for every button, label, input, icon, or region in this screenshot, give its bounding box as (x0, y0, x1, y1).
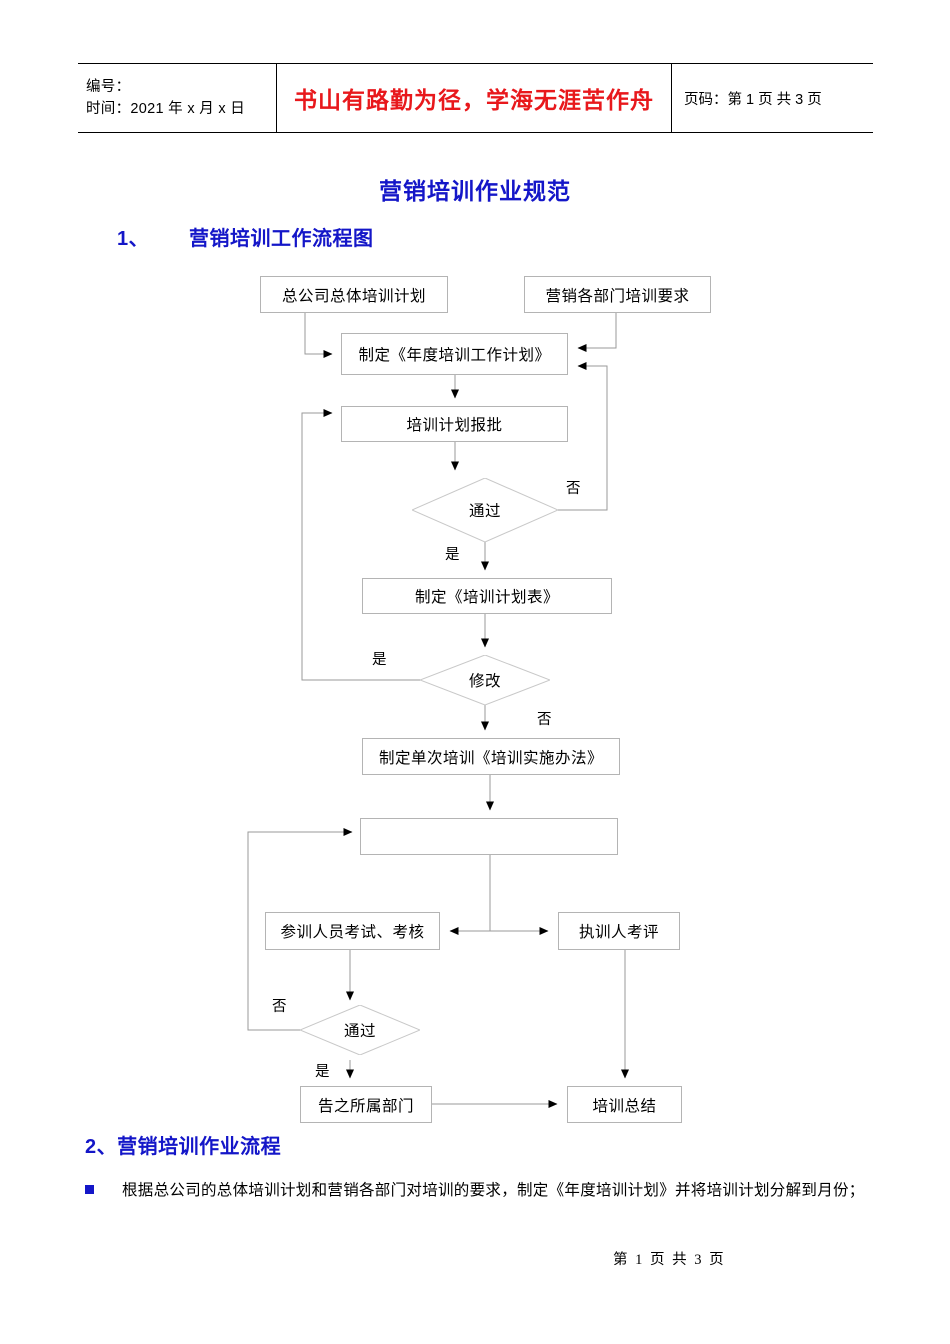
flow-decision-d1-label: 通过 (468, 503, 501, 520)
flow-node-n10: 告之所属部门 (300, 1086, 432, 1123)
diamond-shape (420, 655, 550, 705)
flow-node-n5-label: 制定《培训计划表》 (414, 589, 559, 606)
header-cell-meta: 编号： 时间：2021 年 x 月 x 日 (78, 64, 277, 132)
flow-node-n3-label: 制定《年度培训工作计划》 (358, 347, 551, 364)
flow-decision-d2-label: 修改 (468, 673, 501, 690)
flow-node-n1: 总公司总体培训计划 (260, 276, 448, 313)
flow-node-n2-label: 营销各部门培训要求 (545, 287, 690, 305)
edge-label-d1-no: 否 (566, 481, 581, 497)
flowchart: 总公司总体培训计划 营销各部门培训要求 制定《年度培训工作计划》 培训计划报批 … (247, 276, 711, 1123)
bullet-item-1-text: 根据总公司的总体培训计划和营销各部门对培训的要求，制定《年度培训计划》并将培训计… (122, 1182, 865, 1199)
flow-node-n9: 执训人考评 (558, 912, 680, 950)
flow-decision-d3-label: 通过 (343, 1023, 376, 1040)
edge-label-d3-no: 否 (272, 999, 287, 1015)
flow-node-n8: 参训人员考试、考核 (265, 912, 440, 950)
header-number-label: 编号： (86, 78, 131, 95)
header-motto: 书山有路勤为径，学海无涯苦作舟 (294, 88, 654, 113)
diamond-shape (412, 478, 558, 542)
flow-node-n2: 营销各部门培训要求 (524, 276, 711, 313)
section-2-title: 营销培训作业流程 (117, 1136, 282, 1158)
page-footer: 第 1 页 共 3 页 (613, 1252, 726, 1268)
diamond-shape (300, 1005, 420, 1055)
flow-node-n9-label: 执训人考评 (578, 924, 659, 941)
flow-node-n6: 制定单次培训《培训实施办法》 (362, 738, 620, 775)
bullet-square-icon (85, 1185, 94, 1194)
flow-node-n5: 制定《培训计划表》 (362, 578, 612, 614)
flow-node-n1-label: 总公司总体培训计划 (281, 287, 426, 305)
flow-decision-d3: 通过 (300, 1005, 420, 1055)
bullet-item-1: 根据总公司的总体培训计划和营销各部门对培训的要求，制定《年度培训计划》并将培训计… (85, 1178, 875, 1205)
flow-decision-d2: 修改 (420, 655, 550, 705)
flow-node-n11-label: 培训总结 (592, 1097, 657, 1115)
page-title: 营销培训作业规范 (379, 178, 571, 204)
section-1-number: 1、 (117, 228, 150, 250)
edge-label-d2-no: 否 (537, 712, 552, 728)
header-table: 编号： 时间：2021 年 x 月 x 日 书山有路勤为径，学海无涯苦作舟 页码… (78, 63, 873, 133)
header-cell-motto: 书山有路勤为径，学海无涯苦作舟 (277, 64, 672, 132)
flow-node-n6-label: 制定单次培训《培训实施办法》 (378, 749, 603, 767)
header-date-label: 时间：2021 年 x 月 x 日 (86, 101, 245, 117)
flow-node-n4-label: 培训计划报批 (406, 417, 503, 434)
section-2-number: 2、 (85, 1136, 118, 1158)
section-heading-2: 2、营销培训作业流程 (85, 1130, 281, 1159)
flow-node-n8-label: 参训人员考试、考核 (280, 924, 425, 941)
flowchart-connectors (247, 313, 629, 1108)
edge-label-d2-yes: 是 (372, 652, 387, 668)
flow-node-n3: 制定《年度培训工作计划》 (341, 333, 568, 375)
flow-node-n10-label: 告之所属部门 (317, 1097, 414, 1115)
flow-node-n7 (360, 818, 618, 855)
edge-label-d3-yes: 是 (315, 1064, 330, 1080)
section-heading-1: 1、 营销培训工作流程图 (117, 222, 374, 251)
edge-label-d1-yes: 是 (445, 547, 460, 563)
section-1-title: 营销培训工作流程图 (189, 228, 374, 250)
header-page-info: 页码：第 1 页 共 3 页 (684, 91, 822, 108)
flow-node-n11: 培训总结 (567, 1086, 682, 1123)
flow-decision-d1: 通过 (412, 478, 558, 542)
flow-node-n4: 培训计划报批 (341, 406, 568, 442)
header-cell-pageinfo: 页码：第 1 页 共 3 页 (672, 64, 873, 132)
